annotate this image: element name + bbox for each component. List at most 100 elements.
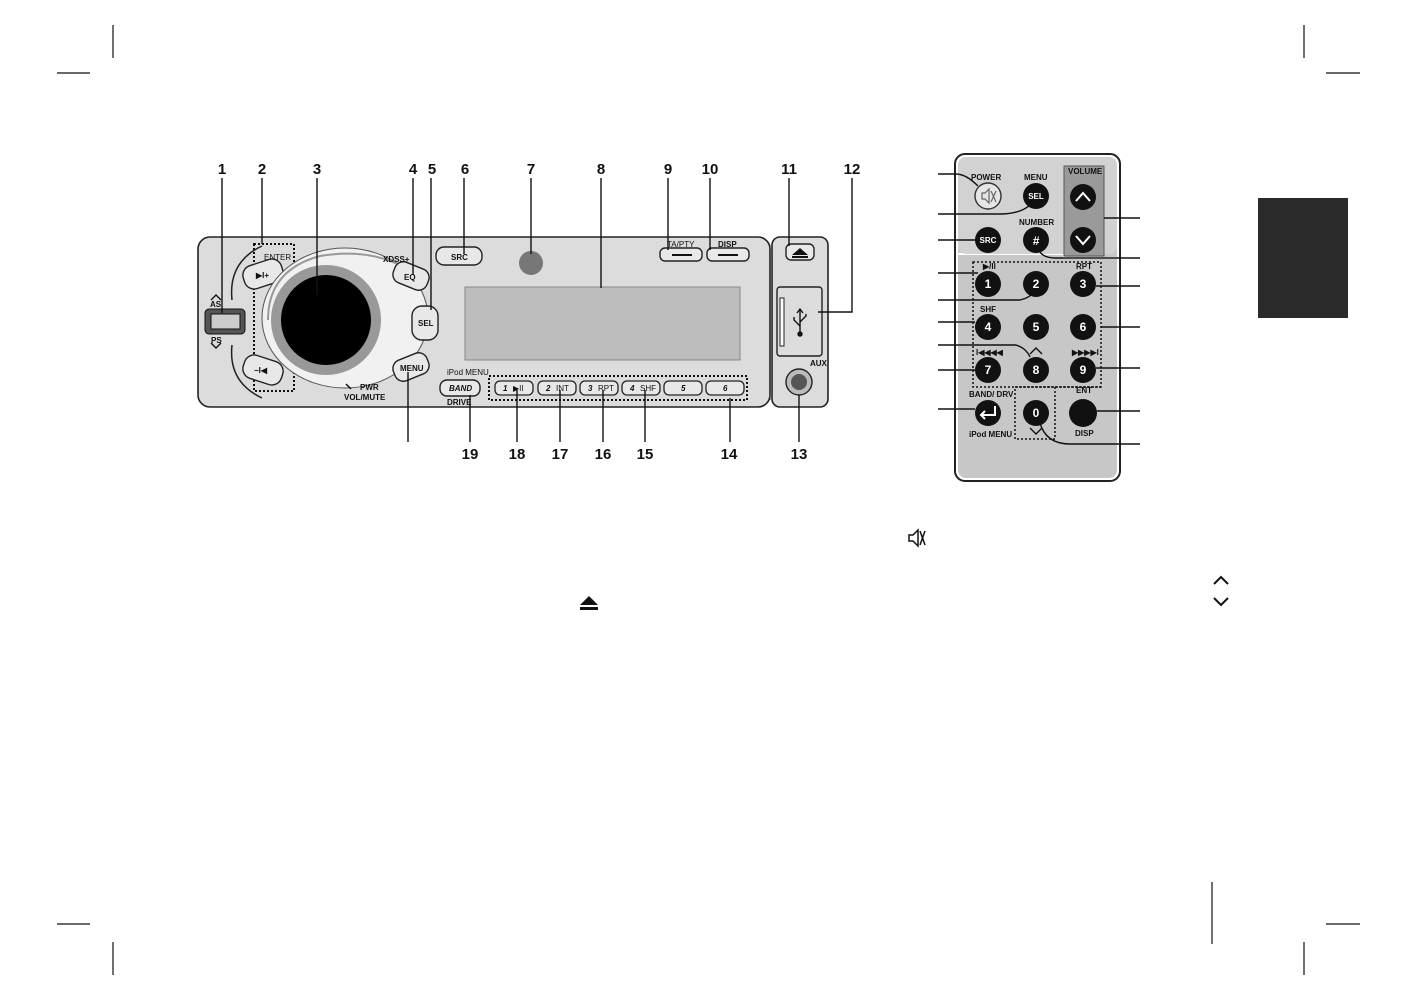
- eq-button[interactable]: EQ: [390, 259, 432, 293]
- remote-digit-6[interactable]: 6: [1070, 314, 1096, 340]
- digit-text: 6: [1080, 320, 1087, 334]
- digit-text: 3: [1080, 277, 1087, 291]
- digit-text: 9: [1080, 363, 1087, 377]
- callout-number: 1: [218, 161, 226, 178]
- remote-volume-up-button[interactable]: [1070, 184, 1096, 210]
- usb-port[interactable]: [776, 286, 823, 357]
- remote-number-button[interactable]: #: [1023, 227, 1049, 253]
- remote-src-text: SRC: [980, 236, 997, 245]
- preset-number: 6: [723, 384, 728, 393]
- remote-rew-label: I◀◀◀◀: [976, 348, 1004, 357]
- preset-button-6[interactable]: 6: [705, 380, 745, 396]
- callout-number: 4: [409, 161, 418, 178]
- as-label: AS: [210, 300, 222, 309]
- volume-knob[interactable]: [261, 247, 429, 389]
- eject-button[interactable]: [785, 243, 815, 261]
- sel-label: SEL: [418, 319, 434, 328]
- menu-label: MENU: [400, 364, 424, 373]
- remote-digit-9[interactable]: 9: [1070, 357, 1096, 383]
- prev-track-button[interactable]: −I◀: [240, 352, 285, 387]
- remote-ff-label: ▶▶▶▶I: [1071, 348, 1099, 357]
- next-track-button[interactable]: ▶I+: [240, 256, 285, 291]
- remote-shf-label: SHF: [980, 305, 996, 314]
- band-label: BAND: [449, 384, 472, 393]
- remote-src-button[interactable]: SRC: [975, 227, 1001, 253]
- src-button[interactable]: SRC: [435, 246, 483, 266]
- lcd-display: [464, 286, 741, 361]
- remote-ipod-menu-label: iPod MENU: [969, 430, 1012, 439]
- enter-arrow-icon: [982, 406, 996, 416]
- digit-text: 4: [985, 320, 992, 334]
- eject-icon: [580, 596, 598, 610]
- enter-label: ENTER: [264, 253, 291, 262]
- preset-button-1[interactable]: 1▶II: [494, 380, 534, 396]
- head-unit-faceplate: AS PS ▶I+ ENTER −I◀ EQ XDSS+: [197, 236, 829, 408]
- callout-number: 15: [637, 446, 654, 463]
- preset-button-4[interactable]: 4 SHF: [621, 380, 661, 396]
- remote-digit-7[interactable]: 7: [975, 357, 1001, 383]
- remote-rpt-label: RPT: [1076, 262, 1092, 271]
- preset-number: 5: [681, 384, 686, 393]
- remote-digit-4[interactable]: 4: [975, 314, 1001, 340]
- preset-number: 4: [629, 384, 635, 393]
- remote-disp-label: DISP: [1075, 429, 1094, 438]
- drive-label: DRIVE: [447, 398, 472, 407]
- mute-icon: [908, 528, 926, 548]
- next-track-label: ▶I+: [255, 271, 269, 280]
- callout-number: 5: [428, 161, 436, 178]
- digit-text: 8: [1033, 363, 1040, 377]
- ipod-menu-label: iPod MENU: [447, 368, 489, 377]
- remote-number-label: NUMBER: [1019, 218, 1054, 227]
- remote-digit-5[interactable]: 5: [1023, 314, 1049, 340]
- ta-pty-button[interactable]: TA/PTY: [659, 240, 703, 262]
- band-button[interactable]: BAND: [439, 379, 481, 397]
- mute-icon: [981, 187, 997, 205]
- remote-band-drv-button[interactable]: [975, 400, 1001, 426]
- remote-sel-text: SEL: [1028, 192, 1044, 201]
- preset-function-label: SHF: [640, 384, 656, 393]
- preset-number: 1: [503, 384, 508, 393]
- digit-text: 0: [1033, 406, 1040, 420]
- remote-power-button[interactable]: [974, 182, 1002, 210]
- callout-number: 18: [509, 446, 526, 463]
- remote-digit-3[interactable]: 3: [1070, 271, 1096, 297]
- vol-mute-label: VOL/MUTE: [344, 393, 386, 402]
- src-label: SRC: [451, 253, 468, 262]
- ta-pty-label: TA/PTY: [667, 240, 695, 249]
- remote-sensor: [519, 251, 543, 275]
- remote-volume-label: VOLUME: [1068, 167, 1103, 176]
- callout-number: 12: [844, 161, 861, 178]
- disp-label: DISP: [718, 240, 737, 249]
- preset-number: 3: [588, 384, 593, 393]
- remote-digit-8[interactable]: 8: [1023, 357, 1049, 383]
- remote-digit-1[interactable]: 1: [975, 271, 1001, 297]
- preset-button-5[interactable]: 5: [663, 380, 703, 396]
- callout-number: 16: [595, 446, 612, 463]
- callout-number: 9: [664, 161, 672, 178]
- xdss-label: XDSS+: [383, 255, 410, 264]
- remote-power-label: POWER: [971, 173, 1001, 182]
- down-hint-icon: [1029, 427, 1043, 435]
- aux-input[interactable]: AUX: [785, 359, 828, 396]
- menu-button[interactable]: MENU: [390, 350, 432, 384]
- remote-digit-0[interactable]: 0: [1023, 400, 1049, 426]
- remote-digit-2[interactable]: 2: [1023, 271, 1049, 297]
- callout-number: 19: [462, 446, 479, 463]
- usb-icon: [793, 307, 807, 337]
- callout-number: 7: [527, 161, 535, 178]
- chevron-down-icon: [1075, 235, 1091, 246]
- remote-sel-button[interactable]: SEL: [1023, 183, 1049, 209]
- up-hint-icon: [1029, 347, 1043, 355]
- sel-button[interactable]: SEL: [411, 305, 439, 341]
- remote-control: POWER MENU VOLUME NUMBER ▶/II RPT SHF I◀…: [954, 153, 1121, 482]
- preset-function-label: INT: [556, 384, 569, 393]
- remote-volume-down-button[interactable]: [1070, 227, 1096, 253]
- remote-ent-disp-button[interactable]: [1069, 399, 1097, 427]
- as-ps-rocker[interactable]: [204, 308, 246, 335]
- section-tab: [1258, 198, 1348, 318]
- disp-button[interactable]: DISP: [706, 240, 750, 262]
- chevron-up-icon: [1213, 575, 1229, 585]
